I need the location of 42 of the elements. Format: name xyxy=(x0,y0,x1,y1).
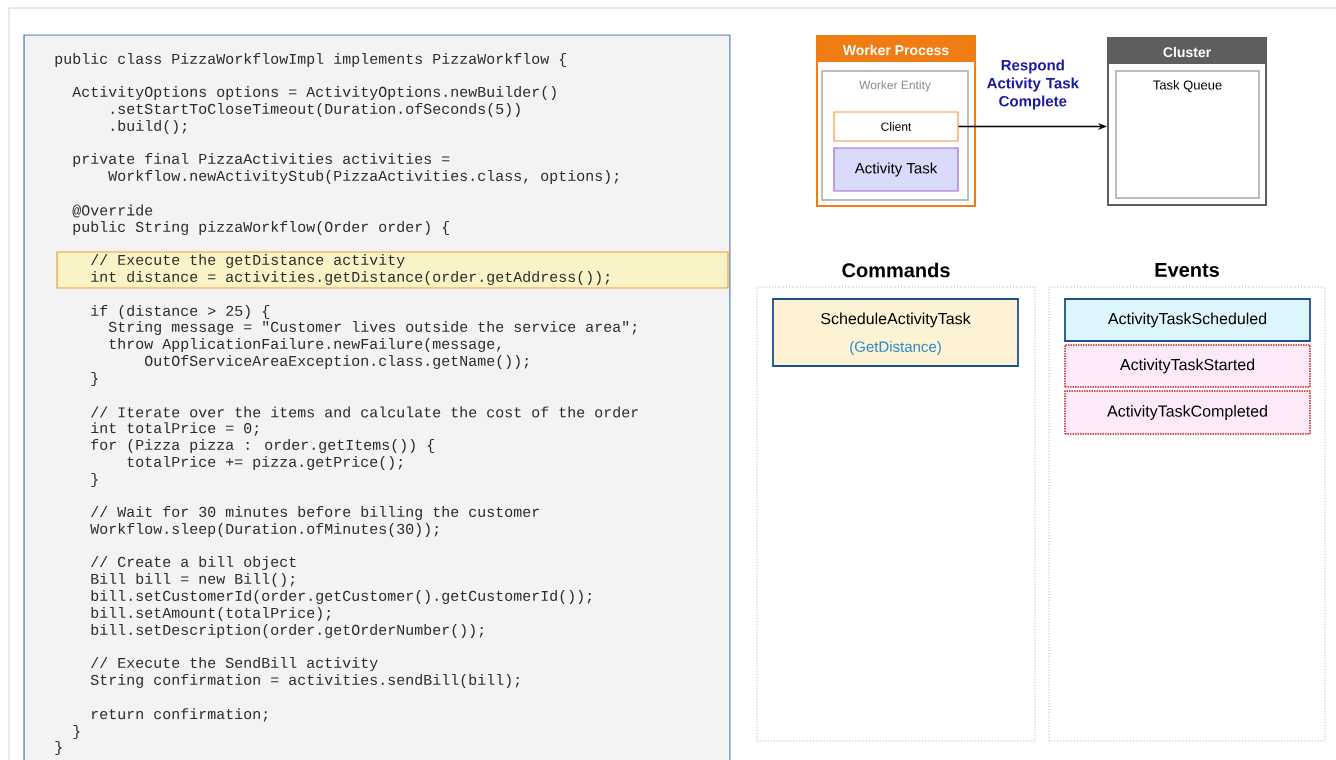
code-line: Workflow.sleep(Duration.ofMinutes(30)); xyxy=(90,523,438,537)
code-line: // Execute the SendBill activity xyxy=(91,657,378,671)
code-line: private final PizzaActivities activities = xyxy=(73,153,450,167)
activity-task-box: Activity Task xyxy=(833,147,959,192)
code-line: return confirmation; xyxy=(92,708,267,722)
edge-label: Respond Activity Task Complete xyxy=(987,59,1079,110)
code-line: } xyxy=(91,473,98,487)
command-box: ScheduleActivityTask (GetDistance) xyxy=(772,298,1019,367)
code-line: bill.setAmount(totalPrice); xyxy=(91,607,330,621)
code-line: .setStartToCloseTimeout(Duration.ofSeconds(5)) xyxy=(111,103,520,117)
node-label: Events xyxy=(1155,263,1219,277)
code-line: String message = "Customer lives outside the service area"; xyxy=(108,321,636,335)
code-line: int totalPrice = 0; xyxy=(91,422,258,436)
code-line: totalPrice += pizza.getPrice(); xyxy=(127,456,402,470)
client-box: Client xyxy=(833,111,959,142)
code-line: .build(); xyxy=(111,120,186,134)
code-line: Workflow.newActivityStub(PizzaActivities.class, options); xyxy=(108,170,618,184)
code-line: OutOfServiceAreaException.class.getName()); xyxy=(144,355,528,369)
code-line: if (distance > 25) { xyxy=(91,305,269,319)
code-line: // Execute the getDistance activity xyxy=(91,254,405,268)
code-line: } xyxy=(91,372,98,386)
code-line: } xyxy=(73,725,80,739)
event-box: ActivityTaskScheduled xyxy=(1064,298,1311,342)
code-line: String confirmation = activities.sendBill(bill); xyxy=(90,674,519,688)
code-line: // Iterate over the items and calculate the cost of the order xyxy=(91,406,638,418)
code-line: for (Pizza pizza : order.getItems()) { xyxy=(91,439,434,453)
code-line: // Create a bill object xyxy=(91,556,296,570)
event-box: ActivityTaskStarted xyxy=(1064,344,1311,388)
code-line: bill.setDescription(order.getOrderNumber()); xyxy=(91,624,483,638)
code-line: public String pizzaWorkflow(Order order) { xyxy=(73,221,449,235)
code-line: ActivityOptions options = ActivityOptions.newBuilder() xyxy=(72,86,556,100)
event-box: ActivityTaskCompleted xyxy=(1064,390,1311,435)
code-line: throw ApplicationFailure.newFailure(message, xyxy=(109,338,501,352)
code-line: int distance = activities.getDistance(order.getAddress()); xyxy=(91,271,609,285)
code-line: // Wait for 30 minutes before billing the customer xyxy=(91,506,539,520)
task-queue-box: Task Queue xyxy=(1115,70,1260,199)
code-line: bill.setCustomerId(order.getCustomer().getCustomerId()); xyxy=(91,590,591,604)
code-line: } xyxy=(55,741,62,755)
code-line: @Override xyxy=(72,204,153,218)
code-line: public class PizzaWorkflowImpl implements PizzaWorkflow { xyxy=(55,53,566,67)
code-line: Bill bill = new Bill(); xyxy=(91,573,294,587)
node-label: Commands xyxy=(842,262,950,278)
